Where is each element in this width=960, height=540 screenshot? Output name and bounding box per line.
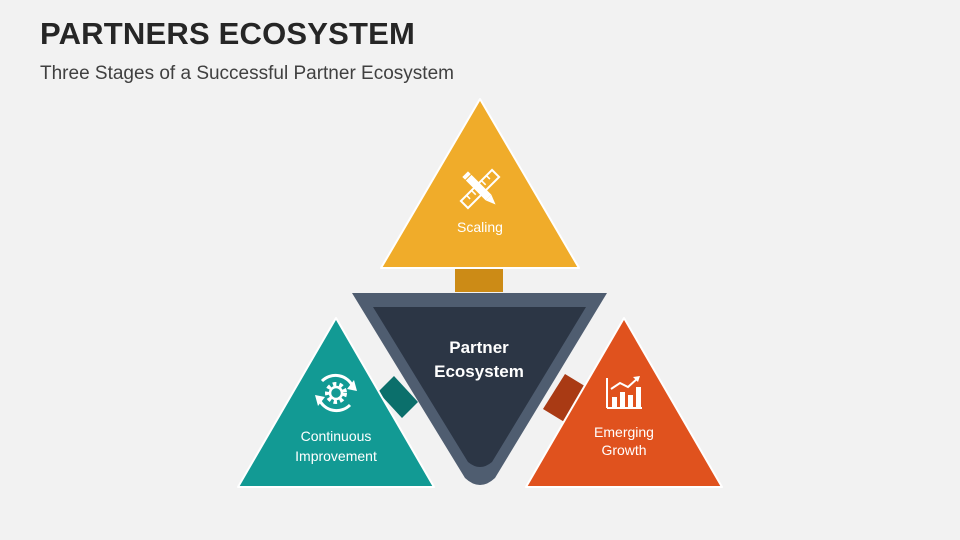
page-subtitle: Three Stages of a Successful Partner Eco… (40, 63, 454, 84)
continuous-label-line1: Continuous (301, 428, 372, 444)
center-label-line1: Partner (449, 338, 509, 357)
center-partner-ecosystem[interactable]: Partner Ecosystem (352, 293, 607, 485)
growth-chart-icon (606, 376, 642, 409)
stage-scaling[interactable]: Scaling (380, 98, 580, 269)
scaling-label: Scaling (457, 219, 503, 235)
left-connector (378, 376, 418, 418)
center-triangle (373, 307, 586, 467)
continuous-label-line2: Improvement (295, 448, 377, 464)
stage-emerging-growth[interactable]: Emerging Growth (525, 317, 723, 488)
gear-cycle-icon (315, 373, 357, 413)
center-label-line2: Ecosystem (434, 362, 524, 381)
pencil-ruler-icon (459, 168, 501, 210)
top-connector (455, 266, 503, 292)
emerging-label-line2: Growth (601, 442, 646, 458)
stage-continuous-improvement[interactable]: Continuous Improvement (237, 317, 435, 488)
emerging-label-line1: Emerging (594, 424, 654, 440)
right-connector (543, 374, 588, 423)
page-title: PARTNERS ECOSYSTEM (40, 16, 416, 51)
